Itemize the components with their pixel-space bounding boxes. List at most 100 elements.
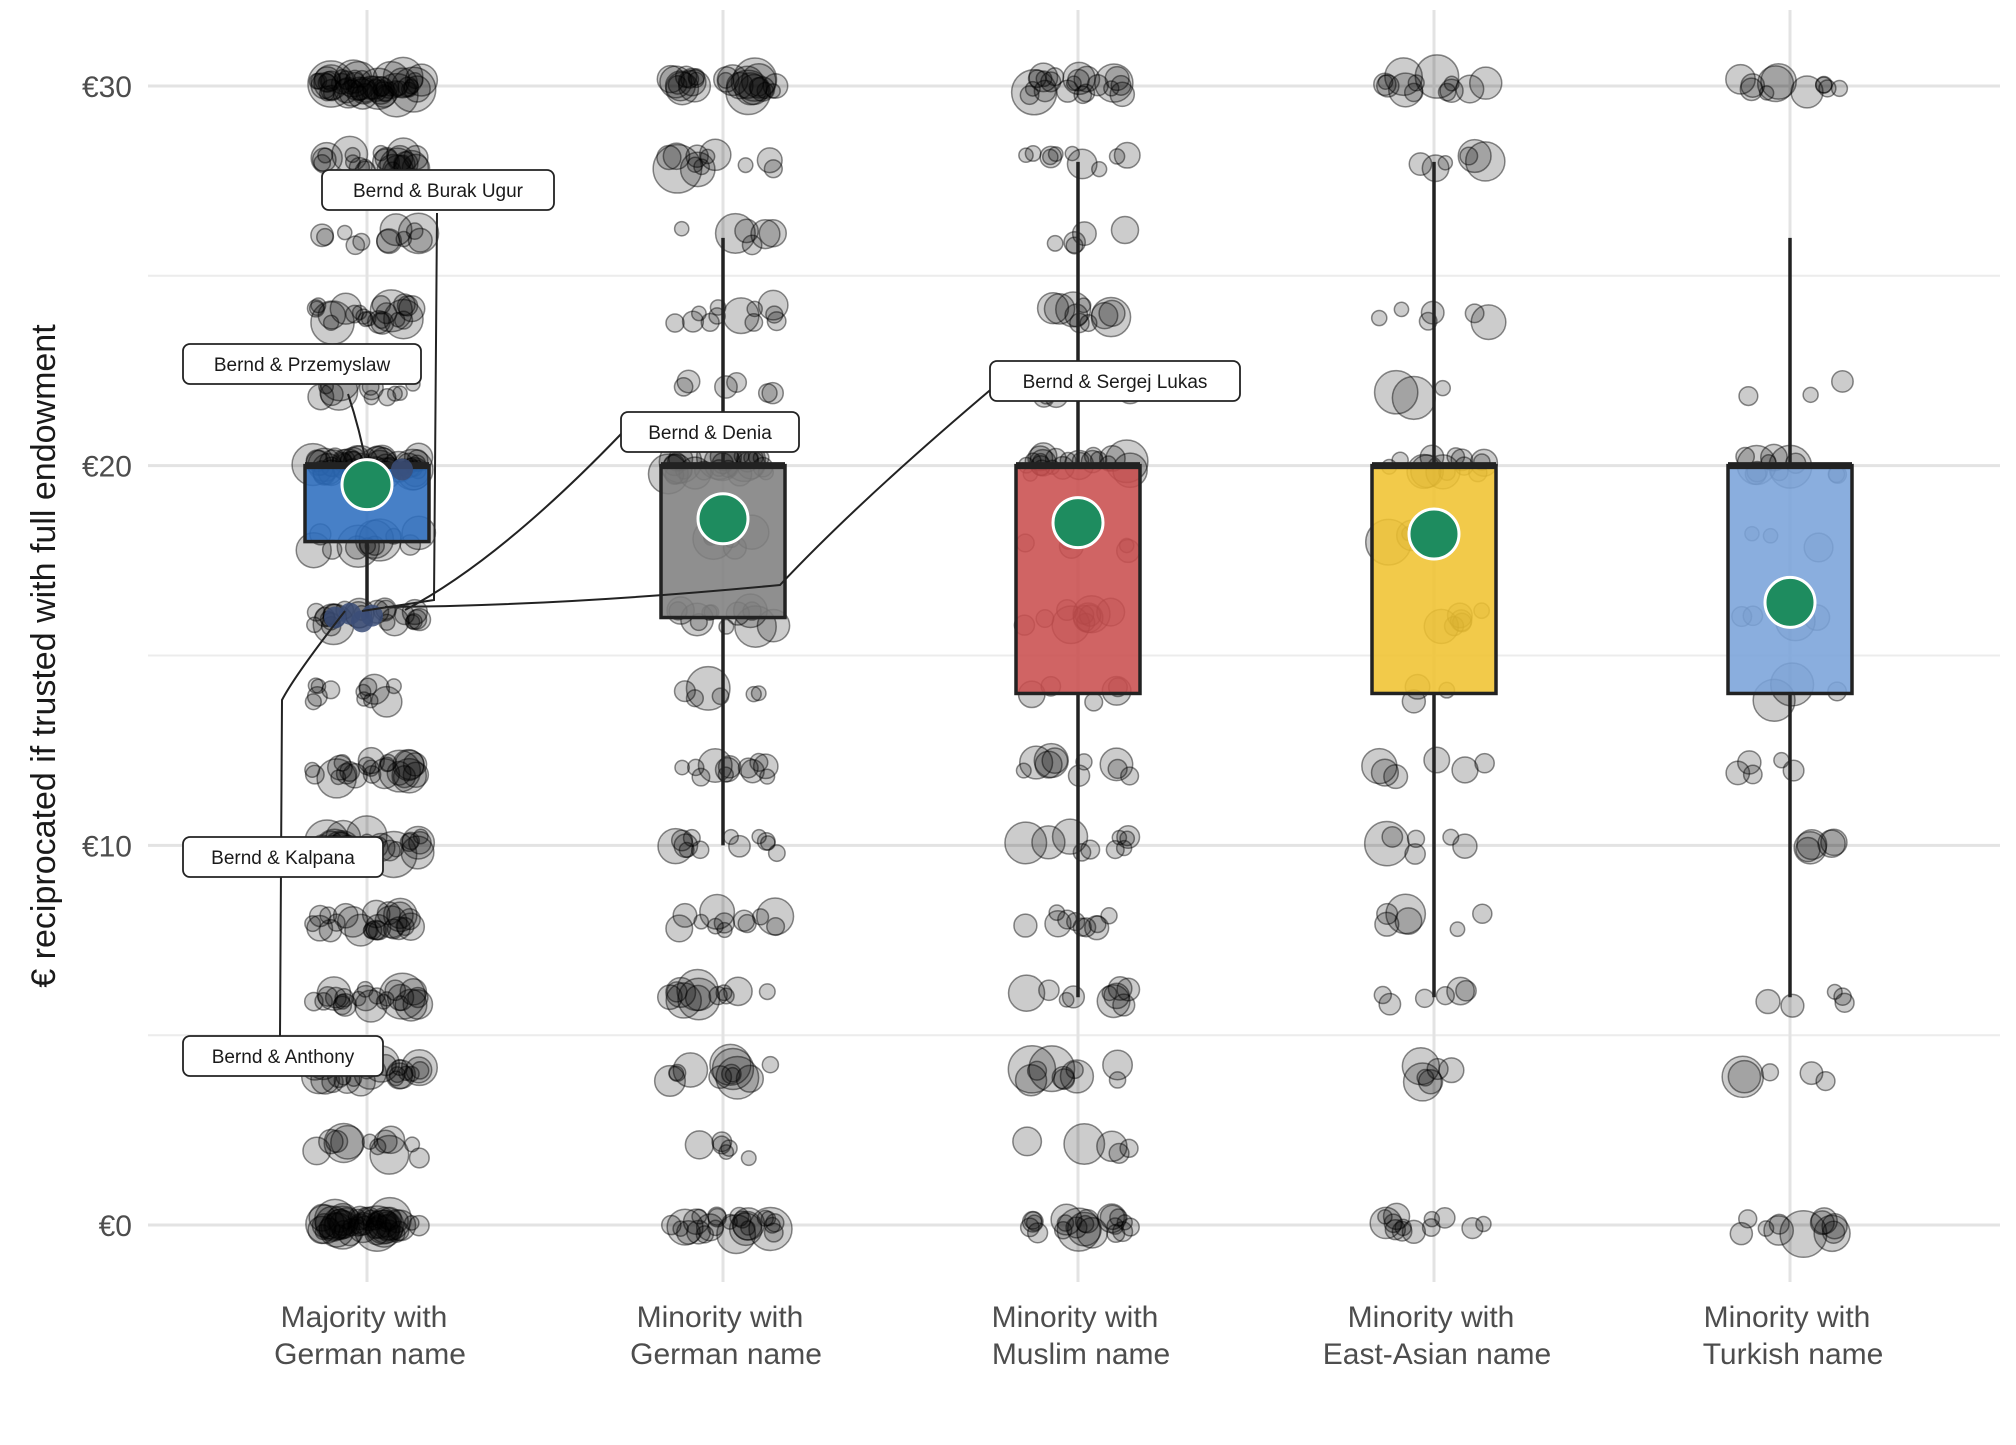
jitter-point (317, 73, 337, 93)
jitter-point (1096, 1130, 1128, 1163)
jitter-point (721, 1063, 742, 1085)
jitter-point (666, 981, 688, 1003)
annotation-box (182, 343, 422, 385)
jitter-point (384, 1209, 417, 1242)
jitter-point (765, 305, 784, 324)
jitter-point (1079, 313, 1098, 333)
y-tick-label: €30 (82, 71, 132, 104)
jitter-point (382, 918, 405, 940)
jitter-point (738, 73, 770, 106)
jitter-point (1072, 917, 1092, 937)
jitter-point (690, 840, 710, 860)
jitter-point (404, 1136, 421, 1153)
jitter-point (1815, 1070, 1836, 1092)
jitter-point (385, 1062, 414, 1090)
jitter-point (349, 1218, 365, 1235)
jitter-point (1378, 992, 1402, 1016)
jitter-point (304, 915, 322, 933)
jitter-point (302, 1136, 332, 1166)
jitter-point (1014, 1063, 1048, 1097)
jitter-point (321, 680, 341, 700)
jitter-point (695, 1225, 715, 1244)
jitter-point (392, 80, 408, 97)
jitter-point (370, 76, 392, 97)
jitter-point (403, 75, 431, 103)
jitter-point (363, 692, 379, 709)
jitter-point (1066, 911, 1086, 932)
jitter-point (387, 80, 405, 98)
jitter-point (1033, 742, 1069, 779)
jitter-point (765, 1213, 785, 1233)
jitter-point (391, 757, 428, 794)
jitter-point (732, 57, 778, 102)
jitter-point (674, 65, 698, 88)
jitter-point (1738, 385, 1759, 407)
jitter-point (1457, 138, 1492, 174)
jitter-point (404, 614, 421, 630)
means-layer (340, 458, 1817, 629)
jitter-point (762, 73, 789, 99)
jitter-point (1391, 1220, 1413, 1242)
jitter-point (677, 977, 721, 1021)
jitter-point (708, 1065, 733, 1090)
jitter-point (376, 1211, 398, 1233)
jitter-point (1023, 1211, 1043, 1230)
jitter-point (765, 83, 781, 99)
jitter-point (392, 765, 417, 789)
jitter-point (350, 76, 378, 105)
jitter-point (1452, 833, 1478, 859)
jitter-point (364, 1220, 390, 1246)
jitter-point (1033, 79, 1057, 103)
jitter-point (317, 301, 347, 330)
jitter-point (1381, 825, 1404, 848)
boxes-layer (303, 161, 1854, 998)
jitter-point (1369, 1206, 1403, 1240)
annotation-label: Bernd & Denia (620, 411, 800, 453)
jitter-point (1021, 1210, 1044, 1233)
jitter-point (737, 157, 754, 174)
jitter-point (757, 383, 778, 403)
jitter-point (334, 1207, 358, 1230)
jitter-point (707, 1219, 724, 1237)
jitter-point (726, 372, 748, 393)
jitter-point (392, 385, 408, 401)
jitter-point (688, 71, 705, 89)
jitter-point (319, 71, 338, 90)
jitter-point (1098, 299, 1126, 327)
jitter-point (364, 913, 392, 941)
jitter-point (1385, 893, 1427, 935)
jitter-point (665, 71, 700, 106)
jitter-point (1051, 1065, 1075, 1090)
jitter-point (1007, 1045, 1057, 1094)
jitter-point (1820, 828, 1848, 857)
jitter-point (324, 986, 347, 1009)
jitter-point (389, 311, 406, 328)
annotation-text: Bernd & Kalpana (211, 848, 355, 869)
jitter-point (1067, 68, 1090, 92)
jitter-point (707, 1207, 728, 1228)
jitter-point (711, 687, 730, 706)
jitter-point (1036, 291, 1070, 325)
jitter-point (1099, 747, 1134, 782)
jitter-point (358, 677, 378, 697)
jitter-point (758, 219, 788, 248)
jitter-point (1116, 1214, 1133, 1231)
jitter-point (320, 70, 342, 92)
jitter-point (375, 228, 401, 254)
jitter-point (1815, 75, 1833, 94)
jitter-point (384, 979, 407, 1002)
jitter-point (1470, 304, 1507, 341)
jitter-point (1109, 81, 1136, 108)
jitter-point (386, 760, 412, 786)
jitter-point (304, 764, 325, 785)
jitter-point (337, 1222, 362, 1247)
jitter-point (354, 989, 388, 1023)
jitter-point (1084, 692, 1104, 712)
jitter-point (734, 218, 760, 244)
jitter-point (1464, 141, 1506, 182)
jitter-point (1760, 63, 1797, 100)
jitter-point (395, 230, 413, 248)
annotation-box (182, 1035, 384, 1077)
jitter-point (373, 1129, 398, 1154)
